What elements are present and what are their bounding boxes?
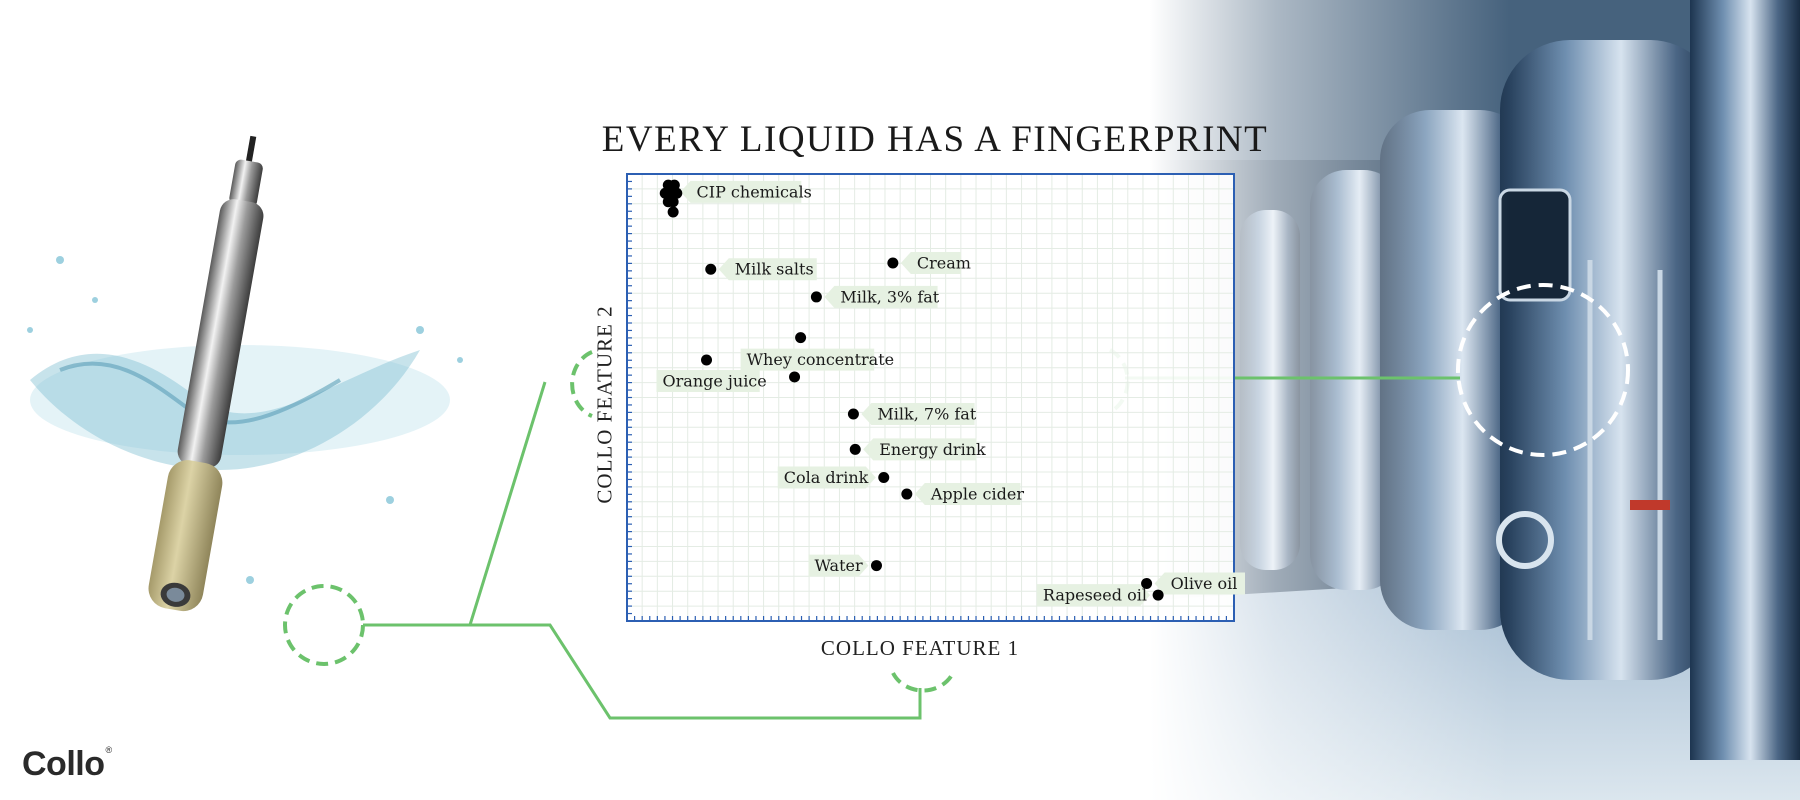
point-label: CIP chemicals <box>697 182 812 201</box>
point-label: Cola drink <box>784 468 869 487</box>
data-point <box>878 472 890 484</box>
label-background <box>740 348 875 371</box>
point-label: Energy drink <box>879 440 986 459</box>
point-label: Milk salts <box>735 260 814 279</box>
sensor-probe-splash-icon <box>27 135 463 612</box>
plot-frame <box>626 173 1235 622</box>
point-label: Orange juice <box>663 371 767 390</box>
data-point <box>870 560 882 572</box>
point-label: Milk, 7% fat <box>877 405 976 424</box>
data-point <box>1141 577 1153 589</box>
connector-lines <box>283 283 1630 720</box>
data-point <box>795 332 807 344</box>
chart-title: EVERY LIQUID HAS A FINGERPRINT <box>601 119 1269 160</box>
label-background <box>718 258 817 281</box>
label-background <box>777 466 876 489</box>
point-label: Whey concentrate <box>747 350 895 369</box>
data-point <box>789 371 801 383</box>
data-point <box>667 196 679 208</box>
label-background <box>863 438 977 461</box>
data-point <box>701 354 713 366</box>
label-background <box>861 403 975 426</box>
label-background <box>900 251 961 274</box>
data-point <box>849 443 861 455</box>
x-axis-label: COLLO FEATURE 1 <box>820 636 1020 660</box>
point-label: Cream <box>917 253 971 272</box>
data-point <box>810 291 822 303</box>
label-background <box>808 554 869 577</box>
data-points <box>659 179 1164 601</box>
label-background <box>1154 572 1245 595</box>
data-point <box>847 408 859 420</box>
data-point <box>667 206 679 218</box>
data-point <box>671 187 683 199</box>
data-point <box>705 263 717 275</box>
point-label: Olive oil <box>1171 574 1238 593</box>
data-point <box>901 488 913 500</box>
label-background <box>914 483 1021 506</box>
label-background <box>824 285 938 308</box>
data-point <box>887 257 899 269</box>
point-label: Rapeseed oil <box>1043 586 1147 605</box>
logo-text: Collo <box>22 745 105 783</box>
data-point <box>1152 589 1164 601</box>
registered-mark: ® <box>105 745 112 755</box>
y-axis-label: COLLO FEATURE 2 <box>592 305 617 504</box>
grid <box>627 174 1234 621</box>
label-background <box>656 369 760 392</box>
point-label: Apple cider <box>930 485 1025 504</box>
point-label: Milk, 3% fat <box>840 287 939 306</box>
collo-logo: Collo® <box>22 745 112 784</box>
label-background <box>1036 584 1151 607</box>
label-background <box>680 180 802 203</box>
point-label: Water <box>814 556 862 575</box>
